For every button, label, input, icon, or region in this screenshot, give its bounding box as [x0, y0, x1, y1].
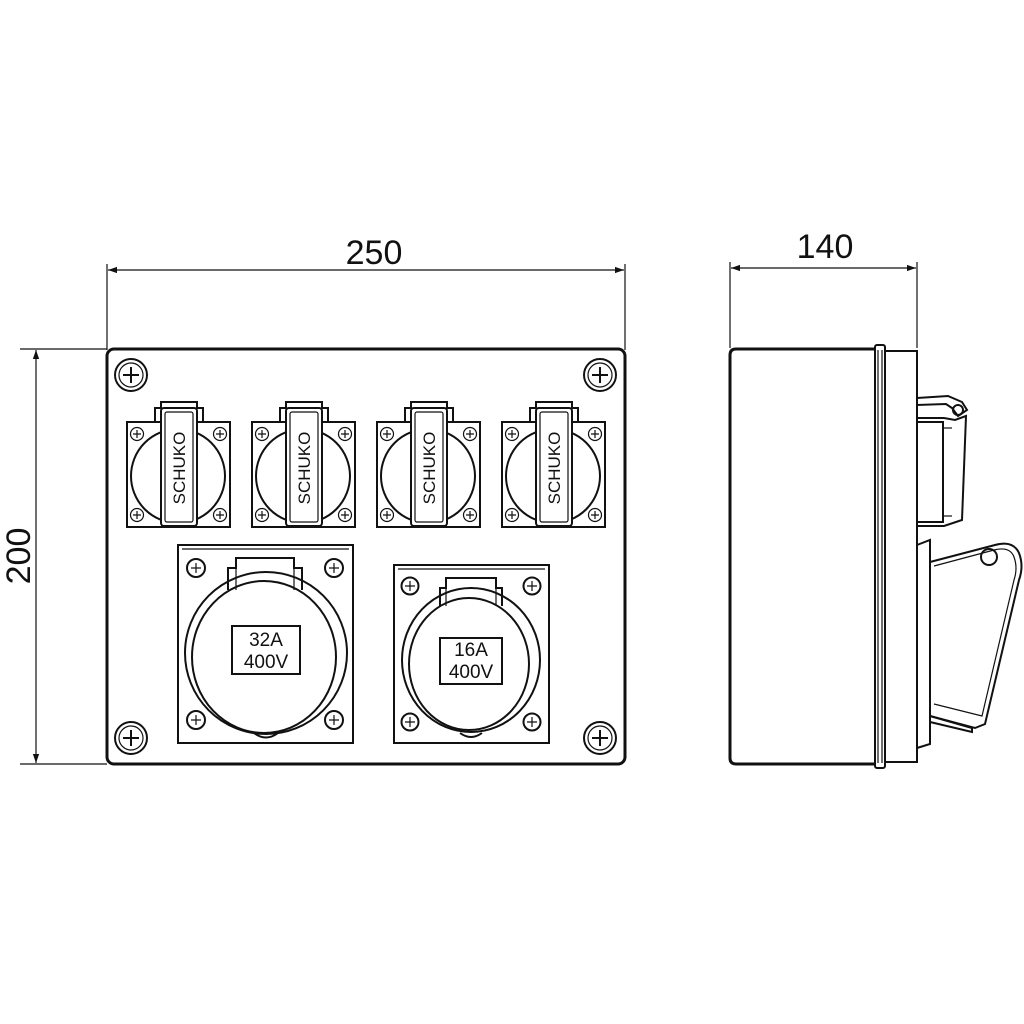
schuko-label: SCHUKO — [295, 432, 314, 505]
corner-screw-icon — [114, 721, 148, 755]
cee-16a-current: 16A — [454, 640, 488, 661]
schuko-socket: SCHUKO — [501, 401, 606, 528]
screw-icon — [462, 426, 478, 442]
schuko-side-profile — [916, 394, 969, 527]
cee-socket-16a: 16A 400V — [393, 564, 550, 744]
schuko-label: SCHUKO — [170, 432, 189, 505]
schuko-socket: SCHUKO — [126, 401, 231, 528]
screw-icon — [587, 426, 603, 442]
schuko-socket: SCHUKO — [251, 401, 356, 528]
dimension-depth: 140 — [729, 228, 918, 348]
height-value: 200 — [0, 528, 38, 585]
corner-screw-icon — [583, 721, 617, 755]
corner-screw-icon — [583, 358, 617, 392]
screw-icon — [379, 507, 395, 523]
screw-icon — [504, 426, 520, 442]
screw-icon — [337, 507, 353, 523]
screw-icon — [324, 558, 344, 578]
front-view: SCHUKO SCHUKO SCHUKO — [105, 347, 627, 766]
side-view — [728, 344, 1023, 769]
screw-icon — [212, 507, 228, 523]
corner-screw-icon — [114, 358, 148, 392]
schuko-label: SCHUKO — [420, 432, 439, 505]
screw-icon — [504, 507, 520, 523]
cee-16a-voltage: 400V — [449, 662, 494, 683]
screw-icon — [186, 558, 206, 578]
depth-value: 140 — [797, 228, 854, 266]
screw-icon — [462, 507, 478, 523]
screw-icon — [400, 712, 420, 732]
schuko-socket: SCHUKO — [376, 401, 481, 528]
screw-icon — [129, 507, 145, 523]
screw-icon — [587, 507, 603, 523]
cee-side-profile — [916, 538, 1023, 749]
screw-icon — [212, 426, 228, 442]
screw-icon — [254, 507, 270, 523]
screw-icon — [400, 576, 420, 596]
screw-icon — [129, 426, 145, 442]
dimension-height: 200 — [0, 348, 107, 765]
screw-icon — [254, 426, 270, 442]
width-value: 250 — [346, 234, 403, 272]
cee-socket-32a: 32A 400V — [177, 544, 354, 744]
screw-icon — [522, 576, 542, 596]
dimension-width: 250 — [106, 234, 626, 350]
cee-32a-current: 32A — [249, 630, 283, 651]
screw-icon — [522, 712, 542, 732]
screw-icon — [337, 426, 353, 442]
cee-32a-voltage: 400V — [244, 652, 289, 673]
schuko-label: SCHUKO — [545, 432, 564, 505]
screw-icon — [186, 710, 206, 730]
screw-icon — [324, 710, 344, 730]
screw-icon — [379, 426, 395, 442]
